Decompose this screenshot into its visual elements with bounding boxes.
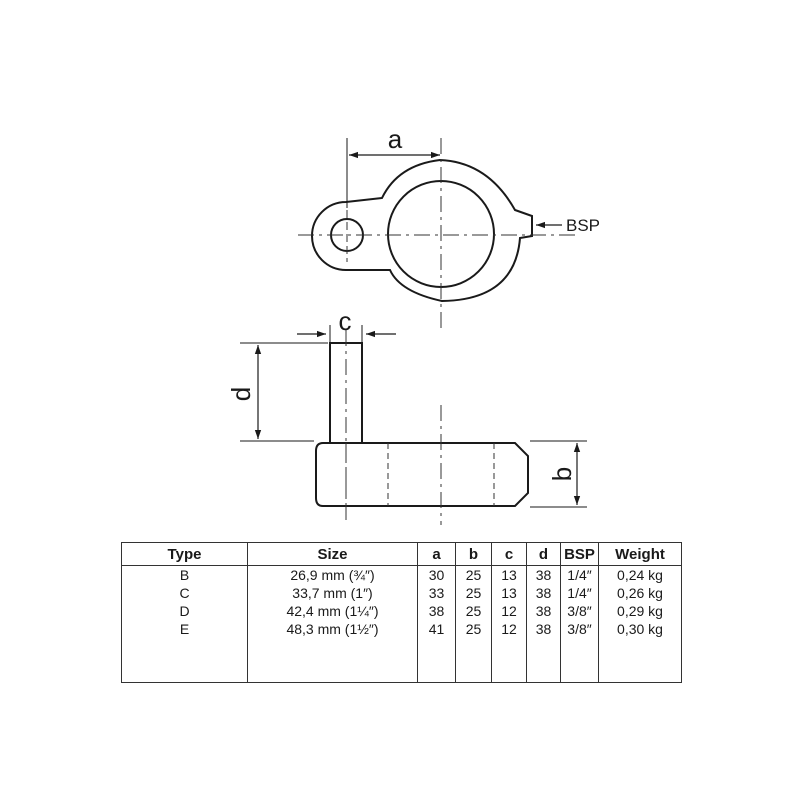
cell-a: 30 [417, 565, 456, 584]
cell-d: 38 [526, 602, 561, 620]
cell-bsp: 3/8″ [560, 620, 599, 638]
dimension-c-label: c [339, 306, 352, 336]
cell-type: B [121, 565, 248, 584]
cell-c: 13 [491, 584, 527, 602]
header-b: b [455, 542, 492, 566]
cell-size: 26,9 mm (¾″) [247, 565, 418, 584]
cell-b: 25 [455, 584, 492, 602]
cell-weight: 0,30 kg [617, 621, 663, 637]
cell-weight: 0,24 kg [617, 567, 663, 583]
cell-c: 12 [491, 602, 527, 620]
cell-bsp: 1/4″ [560, 565, 599, 584]
cell-weight: 0,26 kg [617, 585, 663, 601]
header-type: Type [121, 542, 248, 566]
header-c: c [491, 542, 527, 566]
cell-b: 25 [455, 620, 492, 638]
header-d: d [526, 542, 561, 566]
cell-c: 12 [491, 620, 527, 638]
top-view: a BSP [298, 124, 600, 328]
cell-size: 33,7 mm (1″) [247, 584, 418, 602]
table-row: D 42,4 mm (1¼″) 38 25 12 38 3/8″ 0,29 kg [121, 602, 682, 620]
header-bsp: BSP [560, 542, 599, 566]
cell-c: 13 [491, 565, 527, 584]
dimension-d-label: d [226, 387, 256, 401]
cell-a: 38 [417, 602, 456, 620]
table-row: C 33,7 mm (1″) 33 25 13 38 1/4″ 0,26 kg [121, 584, 682, 602]
cell-a: 33 [417, 584, 456, 602]
table-row: E 48,3 mm (1½″) 41 25 12 38 3/8″ 0,30 kg [121, 620, 682, 638]
cell-size: 48,3 mm (1½″) [247, 620, 418, 638]
technical-drawing: a BSP c d b [226, 124, 600, 525]
cell-weight: 0,29 kg [617, 603, 663, 619]
side-view: c d b [226, 306, 587, 525]
cell-type: E [121, 620, 248, 638]
table-row: B 26,9 mm (¾″) 30 25 13 38 1/4″ 0,24 kg [121, 565, 682, 584]
cell-d: 38 [526, 620, 561, 638]
cell-a: 41 [417, 620, 456, 638]
cell-type: C [121, 584, 248, 602]
cell-d: 38 [526, 584, 561, 602]
spec-table: Type Size a b c d BSP Weight B 26,9 mm (… [121, 542, 682, 683]
cell-type: D [121, 602, 248, 620]
dimension-b-label: b [547, 467, 577, 481]
dimension-a-label: a [388, 124, 403, 154]
cell-b: 25 [455, 602, 492, 620]
cell-bsp: 3/8″ [560, 602, 599, 620]
cell-d: 38 [526, 565, 561, 584]
body-side-outline [315, 442, 529, 507]
cell-bsp: 1/4″ [560, 584, 599, 602]
lug-body-outline [311, 158, 533, 303]
header-a: a [417, 542, 456, 566]
bsp-callout-label: BSP [566, 216, 600, 235]
header-size: Size [247, 542, 418, 566]
table-filler-row [121, 638, 682, 683]
header-weight: Weight [598, 542, 682, 566]
cell-size: 42,4 mm (1¼″) [247, 602, 418, 620]
cell-b: 25 [455, 565, 492, 584]
table-header-row: Type Size a b c d BSP Weight [121, 542, 682, 566]
